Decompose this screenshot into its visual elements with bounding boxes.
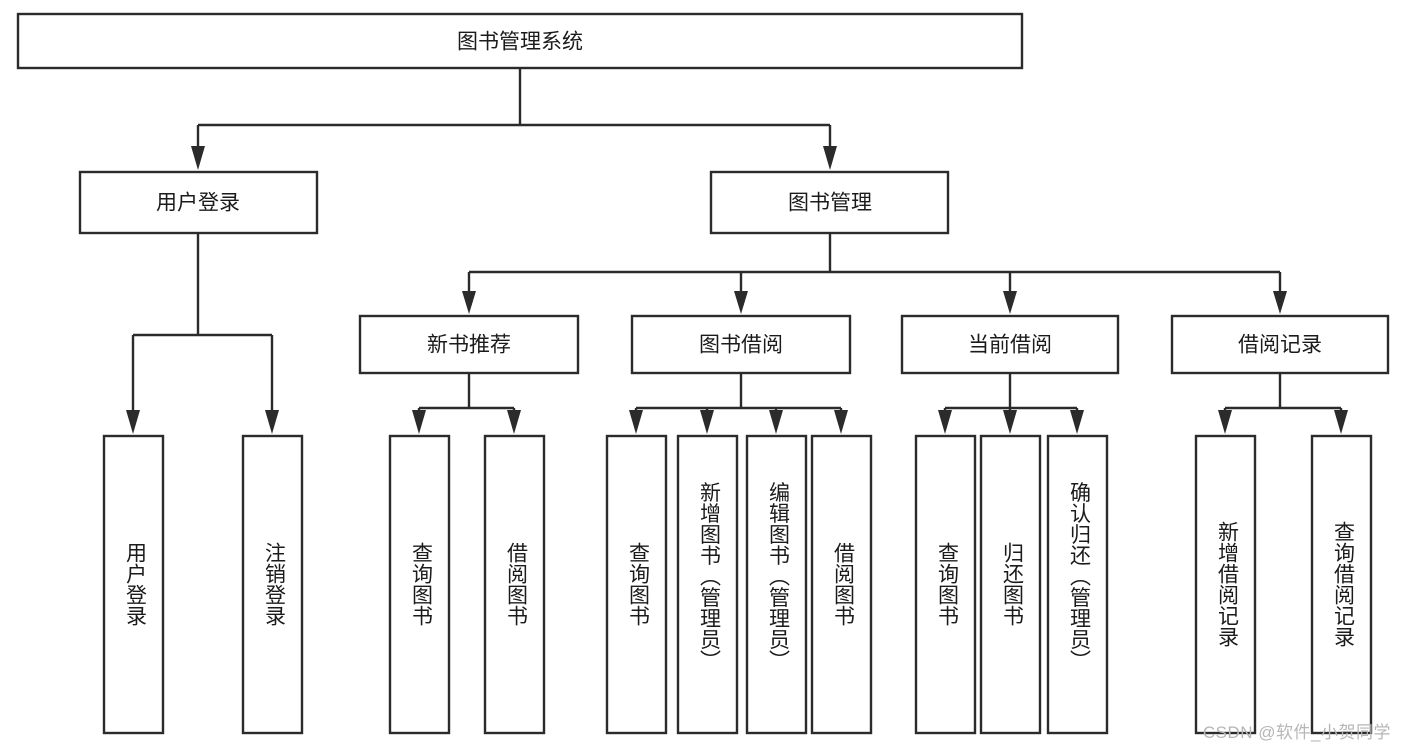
leaf-add-book-box[interactable]	[676, 434, 739, 735]
leaf-user-logout-label: 注销登录	[262, 542, 286, 626]
node-borrow-record-label: 借阅记录	[1238, 334, 1322, 357]
leaf-query-book-1-box[interactable]	[388, 434, 451, 735]
node-borrow-record[interactable]: 借阅记录	[1170, 314, 1390, 375]
arrow-to-leaf-user-logout	[265, 410, 279, 434]
leaf-confirm-return-label: 确认归还（管理员）	[1067, 482, 1091, 671]
node-current-borrow[interactable]: 当前借阅	[900, 314, 1120, 375]
arrow-to-current-borrow	[1003, 291, 1017, 314]
leaf-query-record-box[interactable]	[1310, 434, 1373, 735]
node-new-book-recommend-label: 新书推荐	[427, 334, 511, 357]
leaf-borrow-book-2-label: 借阅图书	[831, 542, 855, 626]
node-new-book-recommend-box[interactable]	[358, 314, 580, 375]
leaf-borrow-book-1[interactable]: 借阅图书	[483, 434, 546, 735]
node-root-box[interactable]	[16, 12, 1024, 70]
leaf-borrow-book-1-box[interactable]	[483, 434, 546, 735]
arrow-to-leaf-confirm-return	[1070, 410, 1084, 434]
node-current-borrow-label: 当前借阅	[968, 334, 1052, 357]
arrow-to-user-login	[191, 146, 205, 170]
arrow-to-leaf-add-record	[1218, 410, 1232, 434]
arrow-to-leaf-query-book-3	[938, 410, 952, 434]
node-new-book-recommend[interactable]: 新书推荐	[358, 314, 580, 375]
arrow-to-leaf-borrow-book-2	[834, 410, 848, 434]
leaf-add-book-label: 新增图书（管理员）	[697, 482, 721, 671]
arrow-to-book-borrow	[734, 291, 748, 314]
node-user-login-label: 用户登录	[156, 192, 240, 215]
arrow-to-leaf-user-login	[126, 410, 140, 434]
leaf-query-record-label: 查询借阅记录	[1331, 521, 1355, 647]
leaf-query-book-2[interactable]: 查询图书	[605, 434, 668, 735]
leaf-query-book-2-box[interactable]	[605, 434, 668, 735]
leaf-query-book-1-label: 查询图书	[409, 542, 433, 626]
leaf-user-login-box[interactable]	[102, 434, 165, 735]
leaf-user-logout-box[interactable]	[241, 434, 304, 735]
leaf-query-book-3[interactable]: 查询图书	[914, 434, 977, 735]
leaf-borrow-book-1-label: 借阅图书	[504, 542, 528, 626]
node-layer: 图书管理系统 用户登录 图书管理 新书推荐 图书借阅 当前	[16, 12, 1390, 735]
leaf-query-book-3-box[interactable]	[914, 434, 977, 735]
leaf-borrow-book-2-box[interactable]	[810, 434, 873, 735]
leaf-confirm-return[interactable]: 确认归还（管理员）	[1046, 434, 1109, 735]
node-borrow-record-box[interactable]	[1170, 314, 1390, 375]
leaf-add-record[interactable]: 新增借阅记录	[1194, 434, 1257, 735]
leaf-return-book[interactable]: 归还图书	[979, 434, 1042, 735]
arrow-to-leaf-query-book-2	[629, 410, 643, 434]
leaf-add-record-box[interactable]	[1194, 434, 1257, 735]
leaf-query-book-3-label: 查询图书	[935, 542, 959, 626]
leaf-return-book-label: 归还图书	[1000, 542, 1024, 626]
node-root[interactable]: 图书管理系统	[16, 12, 1024, 70]
node-book-borrow[interactable]: 图书借阅	[630, 314, 852, 375]
arrow-to-new-book-recommend	[462, 291, 476, 314]
node-book-manage[interactable]: 图书管理	[709, 170, 950, 235]
arrow-to-leaf-edit-book	[769, 410, 783, 434]
leaf-user-login[interactable]: 用户登录	[102, 434, 165, 735]
arrow-to-leaf-query-book-1	[412, 410, 426, 434]
node-user-login[interactable]: 用户登录	[78, 170, 319, 235]
node-book-borrow-box[interactable]	[630, 314, 852, 375]
leaf-borrow-book-2[interactable]: 借阅图书	[810, 434, 873, 735]
node-book-manage-box[interactable]	[709, 170, 950, 235]
arrow-to-leaf-add-book	[700, 410, 714, 434]
node-book-manage-label: 图书管理	[788, 192, 872, 215]
leaf-query-record[interactable]: 查询借阅记录	[1310, 434, 1373, 735]
leaf-add-book[interactable]: 新增图书（管理员）	[676, 434, 739, 735]
leaf-return-book-box[interactable]	[979, 434, 1042, 735]
leaf-user-logout[interactable]: 注销登录	[241, 434, 304, 735]
leaf-edit-book[interactable]: 编辑图书（管理员）	[745, 434, 808, 735]
csdn-watermark: CSDN @软件_小贺同学	[1202, 723, 1391, 742]
leaf-user-login-label: 用户登录	[123, 542, 147, 626]
connector-layer	[126, 68, 1348, 434]
arrow-to-borrow-record	[1273, 291, 1287, 314]
arrow-to-leaf-query-record	[1334, 410, 1348, 434]
leaf-edit-book-box[interactable]	[745, 434, 808, 735]
leaf-edit-book-label: 编辑图书（管理员）	[766, 482, 790, 671]
node-user-login-box[interactable]	[78, 170, 319, 235]
leaf-query-book-1[interactable]: 查询图书	[388, 434, 451, 735]
leaf-confirm-return-box[interactable]	[1046, 434, 1109, 735]
leaf-add-record-label: 新增借阅记录	[1215, 521, 1239, 647]
arrow-to-book-manage	[823, 146, 837, 170]
arrow-to-leaf-borrow-book-1	[507, 410, 521, 434]
node-book-borrow-label: 图书借阅	[699, 334, 783, 357]
leaf-query-book-2-label: 查询图书	[626, 542, 650, 626]
node-root-label: 图书管理系统	[457, 31, 583, 54]
arrow-to-leaf-return-book	[1003, 410, 1017, 434]
node-current-borrow-box[interactable]	[900, 314, 1120, 375]
